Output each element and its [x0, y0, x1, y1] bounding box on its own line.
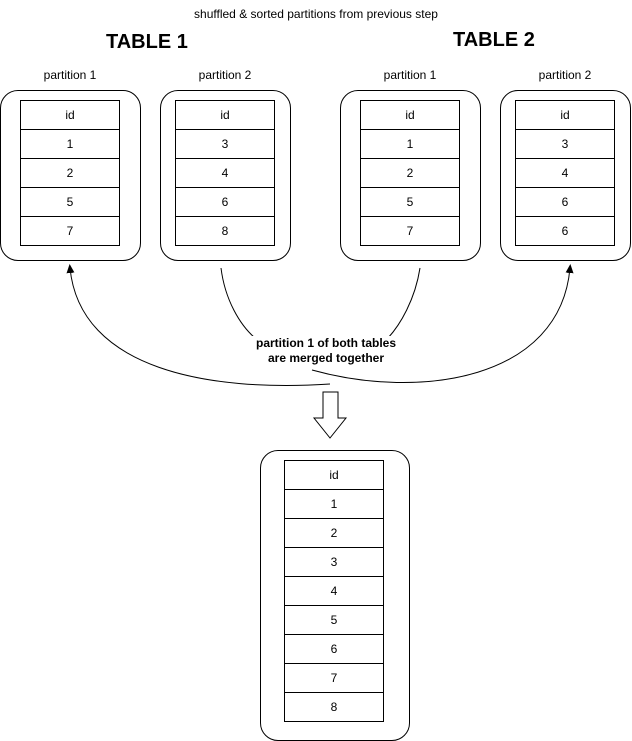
table-cell: 1 [20, 129, 120, 159]
curve-to-table2-partition2 [311, 264, 574, 383]
table-cell: 6 [284, 634, 384, 664]
table2-partition2-table: id 3 4 6 6 [515, 100, 615, 246]
table-cell: 2 [20, 158, 120, 188]
table-cell: 4 [515, 158, 615, 188]
down-arrow [312, 391, 348, 439]
table-cell: 7 [284, 663, 384, 693]
merge-note: partition 1 of both tables are merged to… [236, 336, 416, 366]
diagram-header: shuffled & sorted partitions from previo… [194, 7, 438, 21]
table-cell: 6 [175, 187, 275, 217]
column-header: id [20, 100, 120, 130]
table-cell: 6 [515, 216, 615, 246]
table2-partition1-label: partition 1 [383, 68, 437, 82]
curve-to-table1-partition1 [66, 264, 331, 386]
column-header: id [175, 100, 275, 130]
table-cell: 7 [20, 216, 120, 246]
table1-title: TABLE 1 [106, 31, 188, 53]
table-cell: 2 [360, 158, 460, 188]
table-cell: 3 [515, 129, 615, 159]
table-cell: 6 [515, 187, 615, 217]
table-cell: 4 [284, 576, 384, 606]
table-cell: 1 [360, 129, 460, 159]
table-cell: 4 [175, 158, 275, 188]
table-cell: 7 [360, 216, 460, 246]
table1-partition2-label: partition 2 [198, 68, 252, 82]
table2-title: TABLE 2 [453, 29, 535, 51]
table-cell: 5 [20, 187, 120, 217]
table-cell: 3 [284, 547, 384, 577]
table-cell: 8 [284, 692, 384, 722]
table-cell: 5 [360, 187, 460, 217]
merge-note-line1: partition 1 of both tables [256, 336, 396, 350]
table1-partition1-label: partition 1 [43, 68, 97, 82]
table1-partition1-table: id 1 2 5 7 [20, 100, 120, 246]
table1-partition2-table: id 3 4 6 8 [175, 100, 275, 246]
table-cell: 8 [175, 216, 275, 246]
table2-partition2-label: partition 2 [538, 68, 592, 82]
merged-result-table: id 1 2 3 4 5 6 7 8 [284, 460, 384, 722]
column-header: id [515, 100, 615, 130]
table-cell: 5 [284, 605, 384, 635]
table2-partition1-table: id 1 2 5 7 [360, 100, 460, 246]
table-cell: 2 [284, 518, 384, 548]
table-cell: 1 [284, 489, 384, 519]
column-header: id [284, 460, 384, 490]
table-cell: 3 [175, 129, 275, 159]
curve-from-table1-partition2 [220, 267, 256, 339]
curve-from-table2-partition1 [387, 267, 421, 339]
merge-note-line2: are merged together [267, 351, 385, 365]
column-header: id [360, 100, 460, 130]
